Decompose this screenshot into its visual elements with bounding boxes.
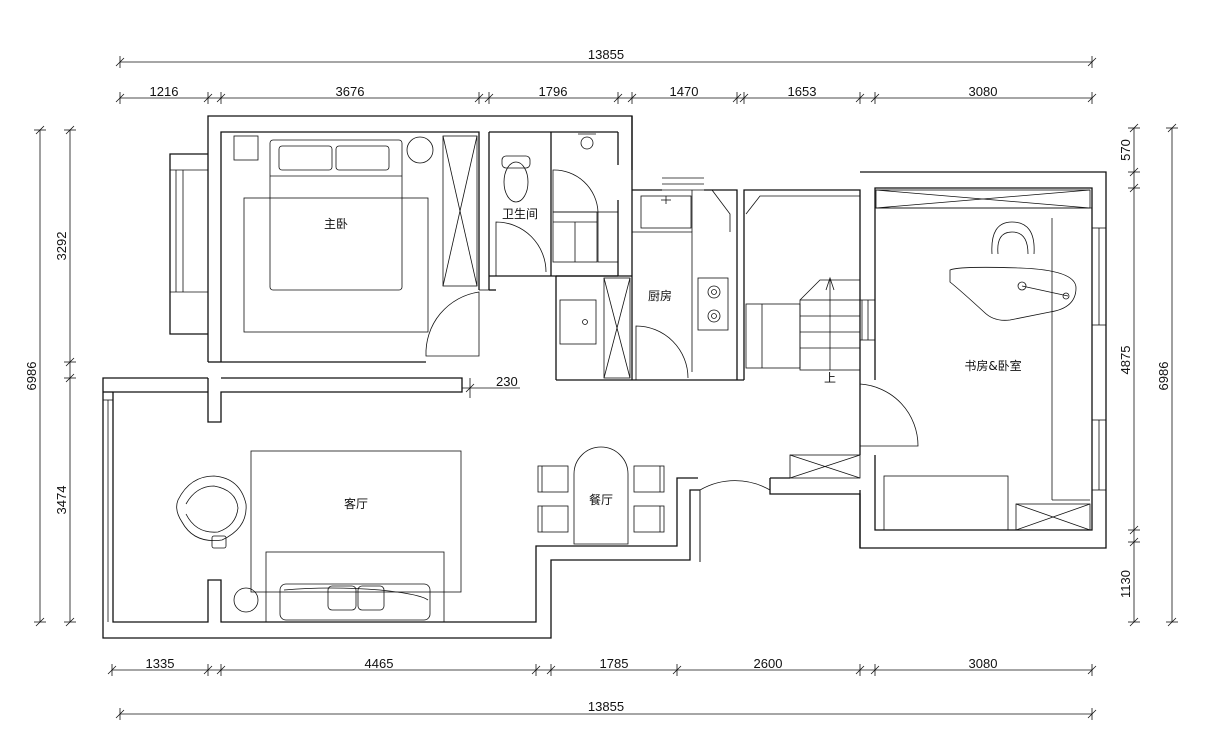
kitchen-fixtures (632, 189, 731, 380)
walls (102, 115, 1107, 639)
dimension-lines (34, 56, 1178, 720)
dim-bottom-5: 3080 (969, 656, 998, 671)
dim-bottom-1: 1335 (146, 656, 175, 671)
label-kitchen: 厨房 (648, 288, 672, 303)
dim-left-total: 6986 (24, 362, 39, 391)
study-furniture (875, 189, 1091, 531)
dim-wall-note: 230 (496, 374, 518, 389)
label-stair-up: 上 (824, 371, 836, 385)
dim-top-5: 1653 (788, 84, 817, 99)
dim-top-6: 3080 (969, 84, 998, 99)
dim-top-2: 3676 (336, 84, 365, 99)
dim-top-4: 1470 (670, 84, 699, 99)
dim-right-3: 1130 (1118, 570, 1133, 598)
bottom-ticks (107, 664, 1097, 676)
dimension-texts: 13855 1216 3676 1796 1470 1653 3080 1335… (24, 47, 1171, 714)
dining-furniture (537, 446, 665, 545)
staircase (745, 195, 875, 371)
master-door (425, 289, 489, 357)
dim-bottom-4: 2600 (754, 656, 783, 671)
dim-right-total: 6986 (1156, 362, 1171, 391)
label-study-bedroom: 书房&卧室 (964, 358, 1021, 373)
corridor-sink (559, 277, 631, 379)
dim-bottom-3: 1785 (600, 656, 629, 671)
label-master-bedroom: 主卧 (324, 217, 348, 231)
dim-top-3: 1796 (539, 84, 568, 99)
bathroom-fixtures (495, 133, 619, 276)
label-dining-room: 餐厅 (589, 492, 613, 507)
dim-right-1: 570 (1118, 139, 1133, 161)
room-labels: 主卧 卫生间 厨房 书房&卧室 客厅 餐厅 上 (324, 207, 1022, 511)
dim-left-1: 3292 (54, 232, 69, 261)
master-wardrobe (442, 135, 478, 287)
top-ticks (115, 92, 1097, 104)
study-door (789, 383, 919, 479)
dim-left-2: 3474 (54, 486, 69, 515)
dim-bottom-2: 4465 (365, 656, 394, 671)
dim-right-2: 4875 (1118, 346, 1133, 375)
dim-top-total: 13855 (588, 47, 624, 62)
master-bed (233, 135, 434, 333)
living-furniture (176, 450, 462, 623)
entry-door (699, 480, 771, 562)
dim-bottom-total: 13855 (588, 699, 624, 714)
label-living-room: 客厅 (344, 496, 368, 511)
label-bathroom: 卫生间 (502, 207, 538, 221)
dim-top-1: 1216 (150, 84, 179, 99)
